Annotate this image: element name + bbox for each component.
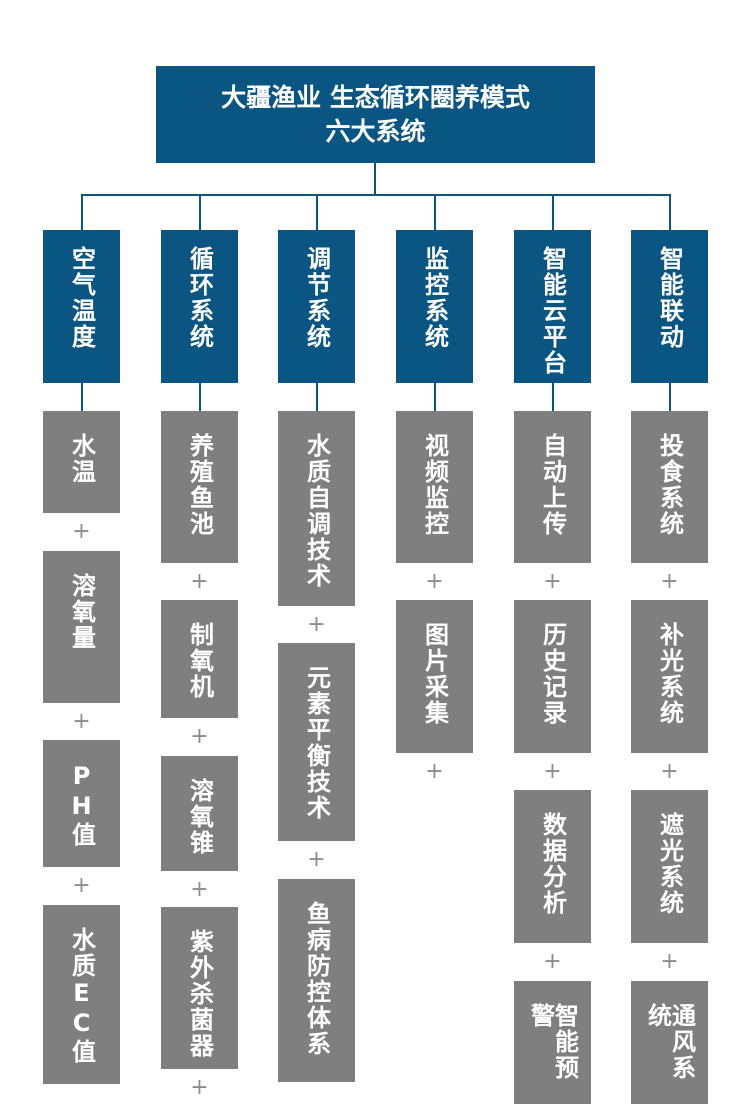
stem-line (433, 383, 436, 411)
item-label: 遮光系统 (655, 812, 684, 916)
category-box: 循环系统 (161, 230, 238, 383)
stem-line (80, 383, 83, 411)
category-box: 智能联动 (631, 230, 708, 383)
stem-line (315, 383, 318, 411)
item-label: 数据分析 (538, 812, 567, 916)
item-label: PH值 (67, 762, 96, 848)
plus-sign: + (660, 569, 679, 594)
category-label: 监控系统 (420, 246, 449, 350)
title-line-2: 六大系统 (325, 116, 426, 146)
stem-line (551, 383, 554, 411)
item-label: 水温 (67, 433, 96, 485)
plus-sign: + (660, 949, 679, 974)
item-box: 投食系统 (631, 411, 708, 563)
item-box: PH值 (43, 740, 120, 867)
plus-sign: + (543, 569, 562, 594)
category-box: 智能云平台 (514, 230, 591, 383)
stem-line (198, 383, 201, 411)
item-label: 补光系统 (655, 622, 684, 726)
item-label: 视频监控 (420, 433, 449, 537)
item-label: 水质EC值 (67, 927, 96, 1065)
item-label: 智能预警 (526, 1003, 579, 1081)
category-box: 调节系统 (278, 230, 355, 383)
item-box: 鱼病防控体系 (278, 879, 355, 1082)
item-box: 历史记录 (514, 600, 591, 753)
item-label: 养殖鱼池 (185, 433, 214, 537)
plus-sign: + (425, 759, 444, 784)
item-box: 视频监控 (396, 411, 473, 563)
item-label: 紫外杀菌器 (185, 929, 214, 1059)
item-box: 养殖鱼池 (161, 411, 238, 563)
plus-sign: + (543, 759, 562, 784)
item-box: 紫外杀菌器 (161, 907, 238, 1069)
drop-line (668, 194, 671, 230)
category-label: 空气温度 (67, 246, 96, 350)
plus-sign: + (72, 519, 91, 544)
item-box: 元素平衡技术 (278, 643, 355, 841)
plus-sign: + (307, 847, 326, 872)
item-label: 投食系统 (655, 433, 684, 537)
plus-sign: + (72, 709, 91, 734)
plus-sign: + (660, 759, 679, 784)
plus-sign: + (190, 569, 209, 594)
item-box: 图片采集 (396, 600, 473, 753)
item-label: 图片采集 (420, 622, 449, 726)
plus-sign: + (307, 612, 326, 637)
item-label: 元素平衡技术 (302, 665, 331, 821)
category-label: 智能联动 (655, 246, 684, 350)
item-box: 水质EC值 (43, 905, 120, 1084)
item-label: 自动上传 (538, 433, 567, 537)
branch-line (80, 194, 671, 196)
item-box: 制氧机 (161, 600, 238, 718)
item-label: 通风系统 (643, 1003, 696, 1081)
item-box: 通风系统 (631, 981, 708, 1104)
plus-sign: + (190, 724, 209, 749)
item-box: 遮光系统 (631, 790, 708, 943)
category-box: 空气温度 (43, 230, 120, 383)
plus-sign: + (190, 877, 209, 902)
category-label: 智能云平台 (538, 246, 567, 376)
drop-line (433, 194, 436, 230)
drop-line (80, 194, 83, 230)
item-box: 补光系统 (631, 600, 708, 753)
category-label: 循环系统 (185, 246, 214, 350)
plus-sign: + (190, 1075, 209, 1100)
item-box: 溶氧量 (43, 551, 120, 703)
diagram-title: 大疆渔业 生态循环圈养模式 六大系统 (156, 66, 595, 163)
item-label: 溶氧锥 (185, 778, 214, 856)
title-line-1: 大疆渔业 生态循环圈养模式 (221, 82, 530, 112)
plus-sign: + (425, 569, 444, 594)
item-box: 水质自调技术 (278, 411, 355, 606)
drop-line (315, 194, 318, 230)
category-label: 调节系统 (302, 246, 331, 350)
item-label: 溶氧量 (67, 573, 96, 651)
drop-line (198, 194, 201, 230)
item-box: 智能预警 (514, 981, 591, 1104)
item-box: 溶氧锥 (161, 756, 238, 871)
stem-line (668, 383, 671, 411)
plus-sign: + (543, 949, 562, 974)
item-label: 鱼病防控体系 (302, 901, 331, 1057)
drop-line (551, 194, 554, 230)
item-box: 水温 (43, 411, 120, 513)
category-box: 监控系统 (396, 230, 473, 383)
item-label: 制氧机 (185, 622, 214, 700)
item-label: 历史记录 (538, 622, 567, 726)
item-box: 数据分析 (514, 790, 591, 943)
item-box: 自动上传 (514, 411, 591, 563)
item-label: 水质自调技术 (302, 433, 331, 589)
trunk-line (374, 163, 376, 195)
plus-sign: + (72, 873, 91, 898)
